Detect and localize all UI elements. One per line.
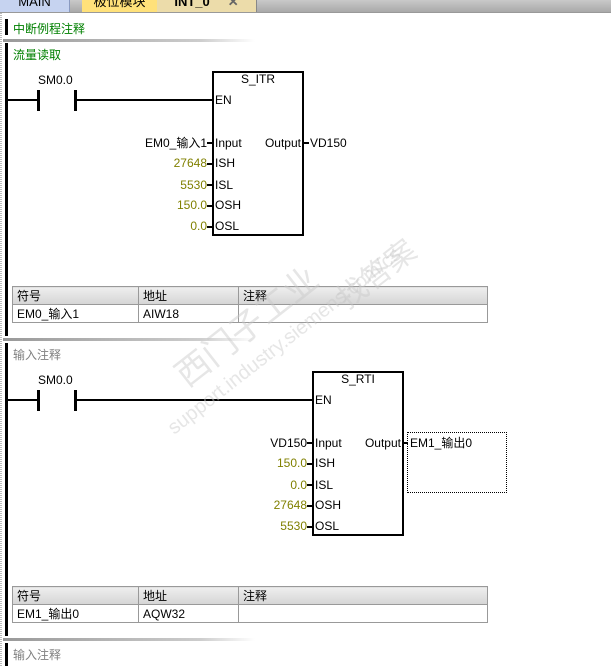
rung-wire xyxy=(77,399,313,401)
contact-left-icon[interactable] xyxy=(37,90,40,111)
rung-wire xyxy=(7,99,38,101)
pin-tick xyxy=(307,442,312,444)
cell-address[interactable]: AIW18 xyxy=(138,304,239,323)
pin-ish: ISH xyxy=(315,456,336,470)
pin-tick xyxy=(207,205,212,207)
pin-isl: ISL xyxy=(215,178,234,192)
param-output[interactable]: EM1_输出0 xyxy=(410,436,473,450)
col-symbol: 符号 xyxy=(12,286,139,305)
rung-wire xyxy=(77,99,213,101)
network4-comment[interactable]: 输入注释 xyxy=(13,648,62,662)
col-address: 地址 xyxy=(138,286,239,305)
param-osh[interactable]: 27648 xyxy=(273,498,307,512)
program-comment[interactable]: 中断例程注释 xyxy=(13,22,86,36)
param-output[interactable]: VD150 xyxy=(310,136,347,150)
network-separator xyxy=(3,39,283,42)
block-title: S_ITR xyxy=(240,72,275,86)
param-ish[interactable]: 150.0 xyxy=(276,456,307,470)
network-separator xyxy=(3,338,283,341)
pin-ish: ISH xyxy=(215,156,236,170)
editor-left-margin xyxy=(0,13,2,666)
pin-tick xyxy=(207,226,212,228)
network2-power-rail xyxy=(5,43,8,336)
pin-input: Input xyxy=(315,436,342,450)
pin-tick xyxy=(304,142,309,144)
watermark-text: 西门子工业 xyxy=(168,259,326,395)
close-icon[interactable]: ✕ xyxy=(227,0,239,9)
pin-tick xyxy=(207,184,212,186)
pin-en: EN xyxy=(215,93,232,107)
network1-bar xyxy=(5,19,8,35)
pin-osl: OSL xyxy=(315,519,340,533)
pin-en: EN xyxy=(315,393,332,407)
network4-power-rail xyxy=(5,643,8,666)
pin-osl: OSL xyxy=(215,219,240,233)
param-isl[interactable]: 5530 xyxy=(180,178,207,192)
tab-module[interactable]: 极位模块 xyxy=(82,0,157,12)
contact-right-icon[interactable] xyxy=(74,390,77,411)
pin-output: Output xyxy=(264,136,301,150)
col-symbol: 符号 xyxy=(12,586,139,605)
pin-input: Input xyxy=(215,136,242,150)
rung-wire xyxy=(7,399,38,401)
pin-tick xyxy=(307,484,312,486)
network2-comment[interactable]: 流量读取 xyxy=(13,48,62,62)
pin-tick xyxy=(207,142,212,144)
pin-tick xyxy=(207,163,212,165)
network3-comment[interactable]: 输入注释 xyxy=(13,348,62,362)
tab-int0[interactable]: INT_0 ✕ xyxy=(157,0,257,12)
col-comment: 注释 xyxy=(238,586,488,605)
pin-output: Output xyxy=(364,436,401,450)
contact-label: SM0.0 xyxy=(38,373,73,387)
block-title: S_RTI xyxy=(341,372,375,386)
output-edit-box[interactable] xyxy=(407,432,507,493)
contact-right-icon[interactable] xyxy=(74,90,77,111)
param-ish[interactable]: 27648 xyxy=(173,156,207,170)
col-comment: 注释 xyxy=(238,286,488,305)
param-osl[interactable]: 5530 xyxy=(280,519,307,533)
pin-tick xyxy=(307,505,312,507)
tab-bar: MAIN 极位模块 INT_0 ✕ xyxy=(0,0,611,13)
network3-power-rail xyxy=(5,343,8,636)
pin-osh: OSH xyxy=(215,198,242,212)
pin-tick xyxy=(307,463,312,465)
pin-osh: OSH xyxy=(315,498,342,512)
param-input[interactable]: VD150 xyxy=(270,436,307,450)
tab-main[interactable]: MAIN xyxy=(0,0,70,12)
param-osl[interactable]: 0.0 xyxy=(190,219,207,233)
pin-tick xyxy=(307,526,312,528)
cell-comment[interactable] xyxy=(238,304,488,323)
contact-label: SM0.0 xyxy=(38,73,73,87)
s-itr-block[interactable] xyxy=(212,71,304,236)
pin-isl: ISL xyxy=(315,478,334,492)
col-address: 地址 xyxy=(138,586,239,605)
param-isl[interactable]: 0.0 xyxy=(290,478,307,492)
tab-int0-label: INT_0 xyxy=(174,0,210,9)
pin-tick xyxy=(404,442,408,444)
network-separator xyxy=(3,638,283,641)
contact-left-icon[interactable] xyxy=(37,390,40,411)
s-rti-block[interactable] xyxy=(312,371,404,536)
param-input[interactable]: EM0_输入1 xyxy=(144,136,207,150)
param-osh[interactable]: 150.0 xyxy=(176,198,207,212)
cell-comment[interactable] xyxy=(238,604,488,623)
cell-symbol[interactable]: EM0_输入1 xyxy=(12,304,139,323)
cell-address[interactable]: AQW32 xyxy=(138,604,239,623)
cell-symbol[interactable]: EM1_输出0 xyxy=(12,604,139,623)
